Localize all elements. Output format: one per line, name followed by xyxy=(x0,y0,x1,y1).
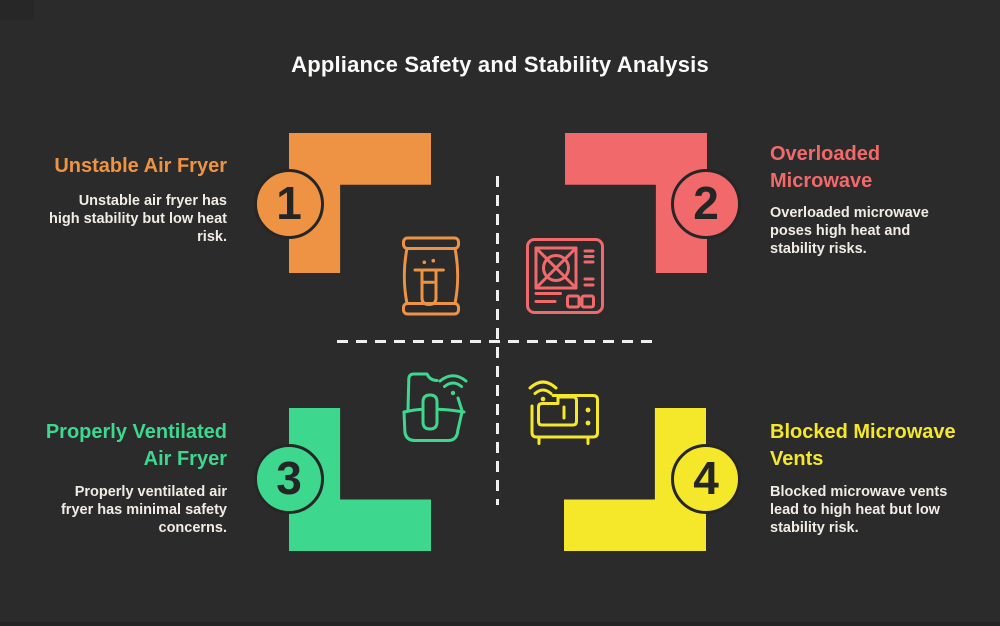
quadrant-2-number: 2 xyxy=(693,177,719,229)
quadrant-1-number-badge: 1 xyxy=(254,169,324,239)
smart-air-fryer-icon xyxy=(396,366,468,446)
quadrant-3-description: Properly ventilated air fryer has minima… xyxy=(60,484,227,536)
quadrant-4-number: 4 xyxy=(693,452,719,504)
smart-microwave-icon xyxy=(524,368,602,446)
quadrant-2-description: Overloaded microwave poses high heat and… xyxy=(770,205,929,257)
microwave-fan-icon xyxy=(526,238,604,314)
bottom-artifact xyxy=(0,622,1000,626)
air-fryer-icon xyxy=(400,236,462,316)
quadrant-2-number-badge: 2 xyxy=(671,169,741,239)
quadrant-3-number: 3 xyxy=(276,452,302,504)
quadrant-1-description: Unstable air fryer has high stability bu… xyxy=(48,193,227,245)
quadrant-1-number: 1 xyxy=(276,177,302,229)
quadrant-4-number-badge: 4 xyxy=(671,444,741,514)
quadrant-1-heading: Unstable Air Fryer xyxy=(54,155,227,177)
page-title: Appliance Safety and Stability Analysis xyxy=(291,52,709,77)
quadrant-4-description: Blocked microwave vents lead to high hea… xyxy=(770,484,948,536)
quadrant-3-number-badge: 3 xyxy=(254,444,324,514)
horizontal-dashed-divider xyxy=(337,340,659,343)
quadrant-4-heading: Blocked Microwave Vents xyxy=(770,421,956,470)
quadrant-3-heading: Properly Ventilated Air Fryer xyxy=(45,421,227,470)
quadrant-2-heading: Overloaded Microwave xyxy=(770,143,881,192)
corner-artifact xyxy=(0,0,34,20)
